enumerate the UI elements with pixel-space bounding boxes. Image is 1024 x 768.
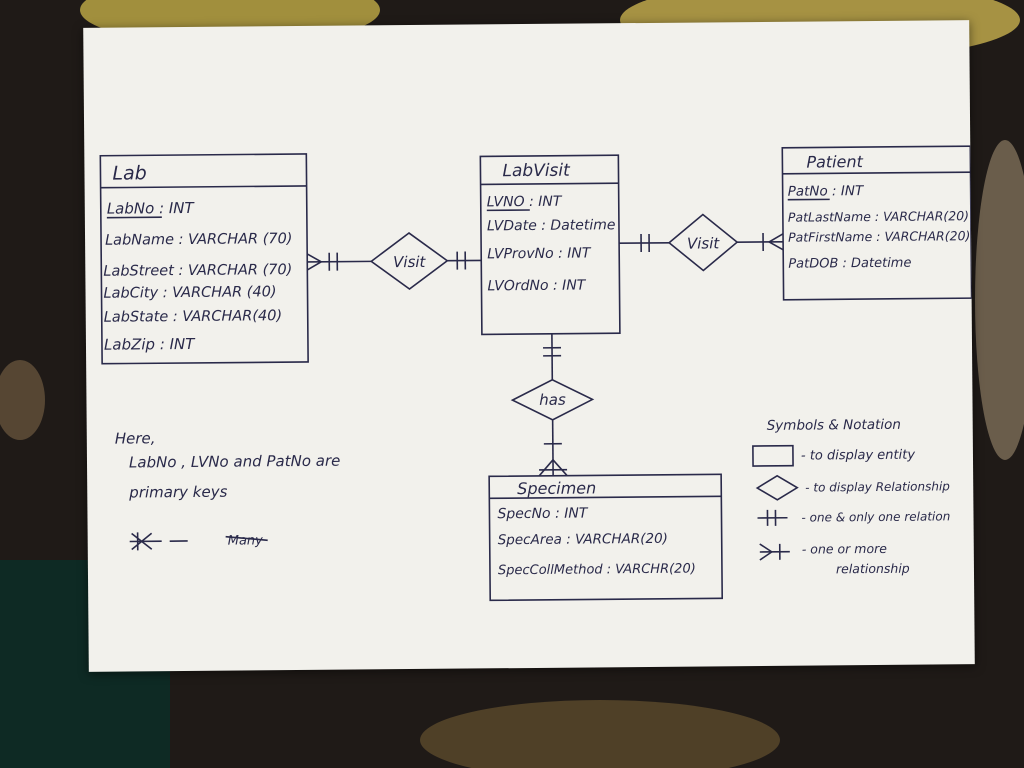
primary-key-note: Here, LabNo , LVNo and PatNo are primary… — [115, 429, 340, 551]
entity-labvisit: LabVisit LVNO : INT LVDate : Datetime LV… — [479, 154, 621, 336]
labvisit-title: LabVisit — [502, 161, 571, 182]
legend-one-more-text-2: relationship — [836, 561, 910, 577]
flower-left — [0, 360, 45, 440]
connector-labvisit-has — [543, 333, 562, 380]
legend-title: Symbols & Notation — [767, 417, 901, 434]
paper-sheet: Lab LabNo : INT LabName : VARCHAR (70) L… — [83, 20, 975, 672]
legend-one-more-text: - one or more — [802, 541, 888, 557]
connector-labvisit-visit — [619, 233, 670, 253]
patient-attr-patdob: PatDOB : Datetime — [788, 256, 911, 272]
labvisit-attr-lvno: LVNO : INT — [487, 194, 563, 211]
patient-attr-patno: PatNo : INT — [788, 183, 865, 200]
patient-attr-patfirstname: PatFirstName : VARCHAR(20) — [788, 228, 970, 245]
labvisit-header-divider — [480, 182, 619, 186]
note-line-2: LabNo , LVNo and PatNo are — [129, 452, 340, 472]
patient-title: Patient — [806, 152, 863, 171]
legend: Symbols & Notation - to display entity -… — [752, 417, 950, 577]
flower-right — [975, 140, 1024, 460]
strike-line — [225, 535, 268, 542]
lab-title: Lab — [112, 162, 146, 184]
specimen-attr-speccollmethod: SpecCollMethod : VARCHR(20) — [498, 562, 696, 579]
lab-header-divider — [100, 185, 307, 189]
visit-label-1: Visit — [393, 253, 427, 271]
flower-bottom — [420, 700, 780, 768]
connector-visit-labvisit — [447, 251, 482, 270]
legend-relationship-text: - to display Relationship — [805, 479, 950, 494]
labvisit-attr-lvdate: LVDate : Datetime — [487, 217, 616, 234]
lab-attr-labcity: LabCity : VARCHAR (40) — [103, 284, 276, 302]
note-line-1: Here, — [115, 429, 156, 447]
note-crossed-word: Many — [228, 533, 264, 548]
lab-attr-labstreet: LabStreet : VARCHAR (70) — [103, 262, 292, 280]
specimen-attr-specno: SpecNo : INT — [497, 505, 588, 522]
labvisit-attr-lvprovno: LVProvNo : INT — [487, 245, 592, 262]
legend-one-only-symbol — [757, 509, 788, 526]
specimen-title: Specimen — [517, 478, 596, 498]
specimen-box — [488, 473, 724, 602]
diamond-has — [510, 378, 595, 421]
er-diagram: Lab LabNo : INT LabName : VARCHAR (70) L… — [99, 145, 973, 602]
lab-attr-labzip: LabZip : INT — [104, 335, 196, 354]
lab-attr-labstate: LabState : VARCHAR(40) — [104, 308, 283, 326]
lab-attr-labno: LabNo : INT — [107, 199, 196, 218]
legend-relationship-symbol — [755, 474, 799, 501]
lab-attr-labname: LabName : VARCHAR (70) — [105, 231, 293, 249]
note-line-3: primary keys — [128, 483, 227, 502]
entity-lab: Lab LabNo : INT LabName : VARCHAR (70) L… — [99, 153, 309, 365]
connector-has-specimen — [538, 419, 568, 477]
relationship-visit-lab: Visit — [369, 232, 449, 291]
connector-lab-visit — [306, 252, 372, 271]
specimen-attr-specarea: SpecArea : VARCHAR(20) — [498, 531, 668, 548]
legend-one-only-text: - one & only one relation — [801, 509, 950, 524]
entity-patient: Patient PatNo : INT PatLastName : VARCHA… — [781, 145, 973, 301]
legend-entity-symbol — [752, 444, 794, 467]
relationship-visit-patient: Visit — [667, 213, 739, 272]
crossed-out-symbol — [129, 532, 188, 551]
legend-entity-text: - to display entity — [801, 448, 915, 464]
specimen-header-divider — [489, 495, 722, 500]
patient-attr-patlastname: PatLastName : VARCHAR(20) — [788, 208, 969, 225]
legend-one-more-symbol — [759, 543, 790, 561]
connector-visit-patient — [737, 232, 784, 251]
labvisit-box — [479, 154, 621, 336]
patient-header-divider — [782, 171, 971, 175]
lab-box — [99, 153, 309, 365]
visit-label-2: Visit — [687, 234, 721, 252]
has-label: has — [539, 391, 566, 409]
entity-specimen: Specimen SpecNo : INT SpecArea : VARCHAR… — [488, 473, 724, 602]
relationship-has: has — [510, 378, 595, 421]
labvisit-attr-lvordno: LVOrdNo : INT — [487, 277, 586, 294]
patient-box — [781, 145, 973, 301]
